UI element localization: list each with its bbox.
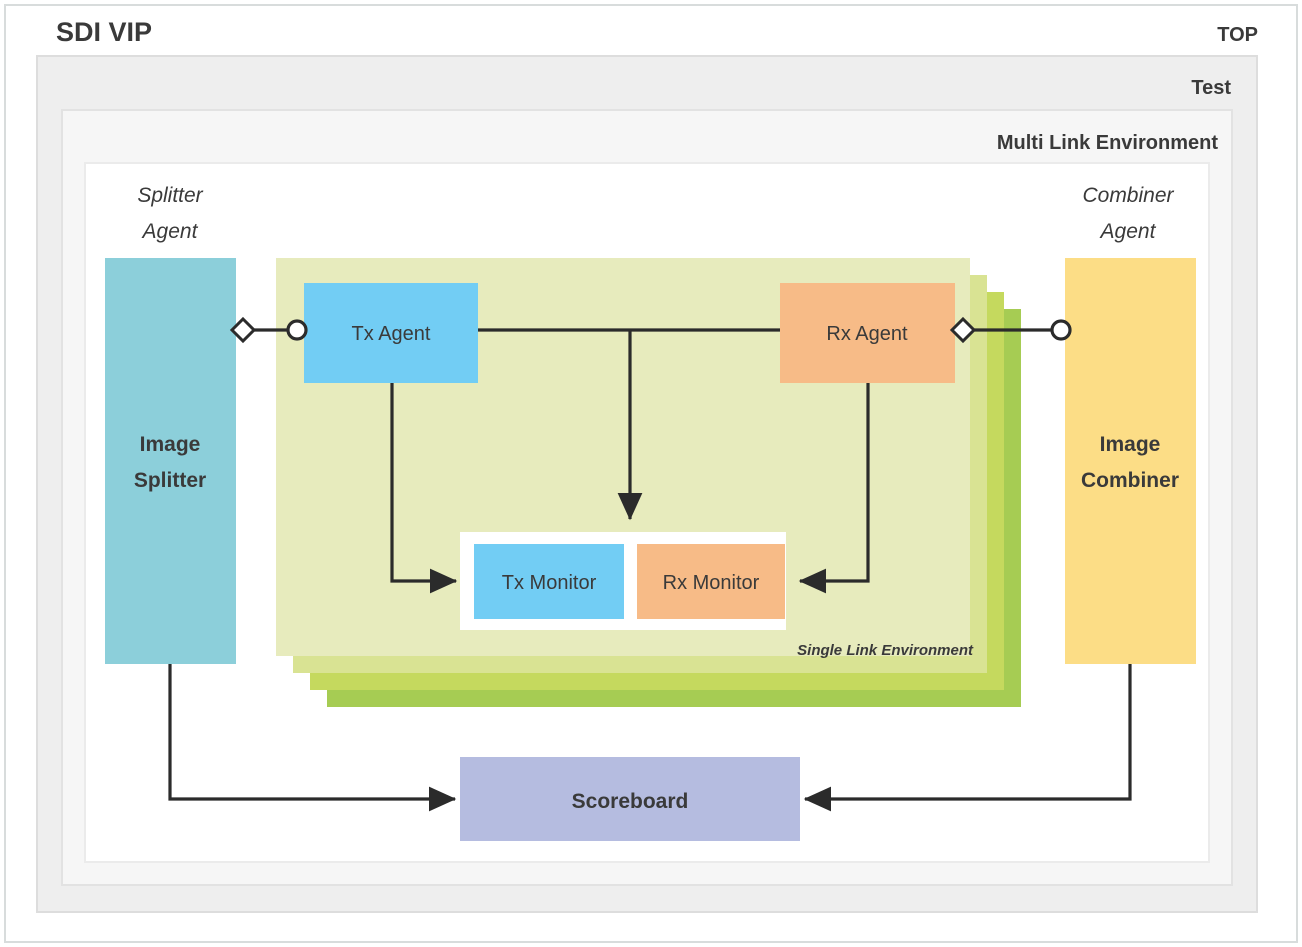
- rx-agent-label: Rx Agent: [826, 323, 908, 345]
- rx-agent-block[interactable]: [780, 283, 955, 383]
- frame-test-label: Test: [1191, 77, 1231, 99]
- scoreboard-label: Scoreboard: [572, 790, 689, 813]
- combiner-agent-label-line2: Agent: [1099, 220, 1157, 243]
- tx-agent-block[interactable]: [304, 283, 478, 383]
- scoreboard-block[interactable]: [460, 757, 800, 841]
- rx-monitor-block[interactable]: [637, 544, 785, 619]
- tx-monitor-label: Tx Monitor: [502, 572, 597, 594]
- page-title: SDI VIP: [56, 17, 152, 47]
- splitter-agent-label-line1: Splitter: [137, 184, 203, 207]
- splitter-agent-label-line2: Agent: [141, 220, 199, 243]
- image-splitter-label-line1: Image: [140, 433, 201, 456]
- connector-splitter-to-scoreboard: [168, 664, 457, 812]
- tx-agent-label: Tx Agent: [352, 323, 431, 345]
- combiner-agent-label-line1: Combiner: [1082, 184, 1174, 207]
- connector-tx-agent-to-tx-monitor: [390, 383, 458, 594]
- frame-multi-link-environment-label: Multi Link Environment: [997, 132, 1218, 154]
- rx-agent-port-diamond-icon: [949, 316, 977, 344]
- image-splitter-block[interactable]: [105, 258, 236, 664]
- rx-monitor-label: Rx Monitor: [663, 572, 760, 594]
- image-splitter-label-line2: Splitter: [134, 469, 206, 492]
- connector-rx-agent-to-rx-monitor: [798, 383, 870, 594]
- image-combiner-block[interactable]: [1065, 258, 1196, 664]
- tx-monitor-block[interactable]: [474, 544, 624, 619]
- image-combiner-label-line2: Combiner: [1081, 469, 1179, 492]
- combiner-socket-icon: [1050, 319, 1072, 341]
- frame-top-label: TOP: [1217, 24, 1258, 46]
- connector-combiner-to-scoreboard: [803, 664, 1132, 812]
- tx-agent-socket-icon: [286, 319, 308, 341]
- splitter-port-diamond-icon: [229, 316, 257, 344]
- single-link-environment-label: Single Link Environment: [797, 642, 974, 659]
- image-combiner-label-line1: Image: [1100, 433, 1161, 456]
